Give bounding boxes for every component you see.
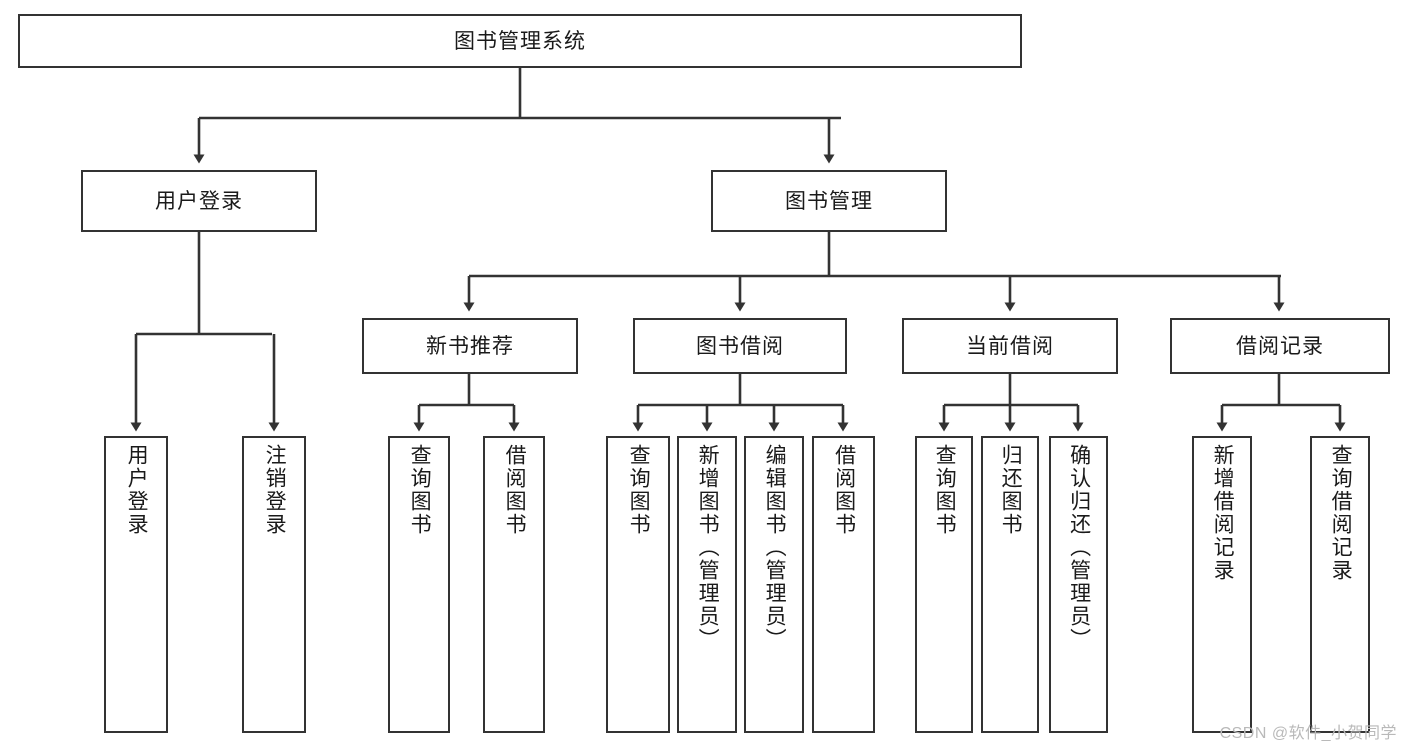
node-label: 借阅图书 [832,444,856,536]
leaf-user-login-logout[interactable]: 注销登录 [242,436,306,733]
node-label: 编辑图书（管理员） [763,444,787,651]
leaf-recommend-borrow-book[interactable]: 借阅图书 [483,436,545,733]
node-book-management[interactable]: 图书管理 [711,170,947,232]
node-new-book-recommend[interactable]: 新书推荐 [362,318,578,374]
node-label: 新书推荐 [426,334,514,358]
node-label: 借阅图书 [503,444,527,536]
leaf-record-query-record[interactable]: 查询借阅记录 [1310,436,1370,733]
node-label: 图书管理 [785,189,873,213]
leaf-record-add-record[interactable]: 新增借阅记录 [1192,436,1252,733]
node-label: 注销登录 [263,444,287,536]
leaf-borrow-edit-book-admin[interactable]: 编辑图书（管理员） [744,436,804,733]
node-label: 查询图书 [408,444,432,536]
leaf-current-return-book[interactable]: 归还图书 [981,436,1039,733]
node-label: 查询图书 [627,444,651,536]
node-book-borrow[interactable]: 图书借阅 [633,318,847,374]
leaf-borrow-add-book-admin[interactable]: 新增图书（管理员） [677,436,737,733]
node-user-login[interactable]: 用户登录 [81,170,317,232]
node-label: 借阅记录 [1236,334,1324,358]
node-label: 确认归还（管理员） [1067,444,1091,651]
watermark-text: CSDN @软件_小贺同学 [1219,725,1397,742]
leaf-borrow-borrow-book[interactable]: 借阅图书 [812,436,875,733]
leaf-borrow-query-book[interactable]: 查询图书 [606,436,670,733]
leaf-user-login-login[interactable]: 用户登录 [104,436,168,733]
node-label: 图书管理系统 [454,29,586,53]
node-label: 图书借阅 [696,334,784,358]
node-root-system[interactable]: 图书管理系统 [18,14,1022,68]
node-label: 查询借阅记录 [1329,444,1353,582]
leaf-current-query-book[interactable]: 查询图书 [915,436,973,733]
leaf-current-confirm-return-admin[interactable]: 确认归还（管理员） [1049,436,1108,733]
node-label: 用户登录 [125,444,149,536]
node-label: 新增借阅记录 [1211,444,1235,582]
node-label: 新增图书（管理员） [696,444,720,651]
node-label: 归还图书 [999,444,1023,536]
node-borrow-record[interactable]: 借阅记录 [1170,318,1390,374]
node-current-borrow[interactable]: 当前借阅 [902,318,1118,374]
node-label: 当前借阅 [966,334,1054,358]
node-label: 查询图书 [933,444,957,536]
leaf-recommend-query-book[interactable]: 查询图书 [388,436,450,733]
node-label: 用户登录 [155,189,243,213]
